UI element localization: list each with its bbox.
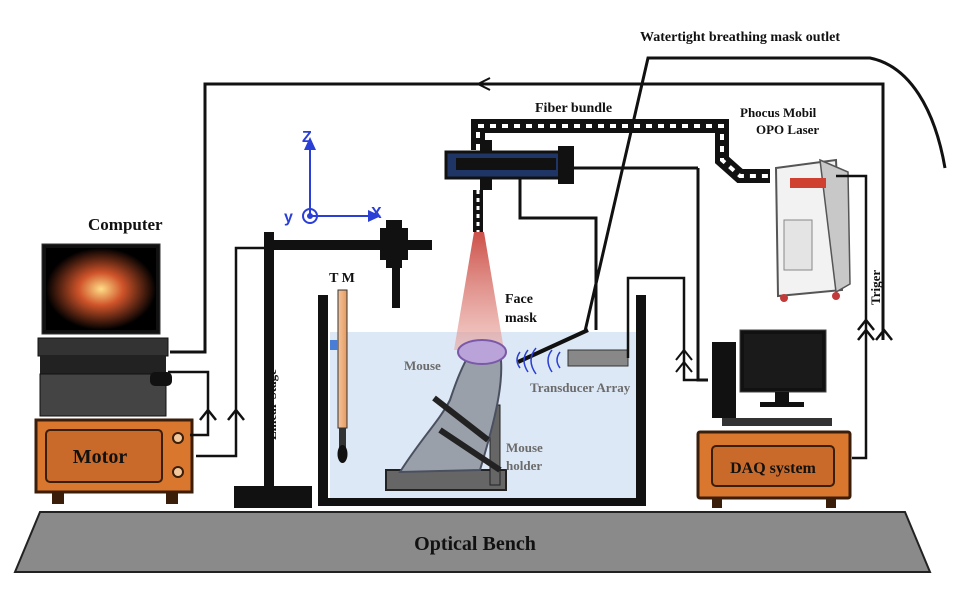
laser-cabinet: Phocus Mobil OPO Laser — [740, 105, 851, 302]
daq-label: DAQ system — [730, 460, 816, 477]
axis-z-label: Z — [302, 129, 312, 146]
holder-label-line2: holder — [506, 458, 542, 473]
motor: Motor — [34, 418, 194, 504]
transducer-label: Transducer Array — [530, 380, 631, 395]
axis-indicator: Z y X — [284, 129, 382, 226]
thermometer: T M — [329, 271, 355, 463]
holder-label-line1: Mouse — [506, 440, 543, 455]
breathing-tube: Watertight breathing mask outlet — [581, 30, 947, 341]
axis-y-label: y — [284, 209, 293, 226]
optical-bench-label: Optical Bench — [414, 533, 536, 555]
daq-system: DAQ system — [696, 430, 852, 508]
linear-stage: Linear Stage — [234, 220, 432, 508]
motor-label: Motor — [73, 446, 128, 468]
transducer-cable — [626, 276, 700, 382]
cable-arrows — [675, 348, 693, 373]
fiber-head — [444, 140, 708, 382]
laser-label-line2: OPO Laser — [756, 122, 819, 137]
fiber-bundle-label: Fiber bundle — [535, 101, 612, 116]
computer: Computer — [37, 215, 172, 417]
optical-bench: Optical Bench — [13, 511, 932, 573]
laser-label-line1: Phocus Mobil — [740, 105, 817, 120]
tm-label: T M — [329, 271, 355, 286]
trigger-label: Triger — [868, 270, 883, 305]
mouse-assembly: Face mask Mouse Mouse holder — [385, 292, 543, 491]
linear-stage-label: Linear Stage — [264, 369, 279, 440]
face-mask-label-line2: mask — [505, 311, 537, 326]
trigger-cable: Triger — [836, 174, 893, 460]
daq-workstation — [712, 329, 832, 426]
computer-label: Computer — [88, 215, 163, 234]
axis-x-label: X — [371, 205, 382, 222]
fiber-bundle: Fiber bundle — [471, 101, 770, 183]
motor-cables — [168, 246, 264, 458]
laser-beam — [454, 232, 504, 350]
top-cable — [170, 77, 885, 354]
face-mask-label-line1: Face — [505, 292, 533, 307]
mouse-label: Mouse — [404, 358, 441, 373]
watertight-label: Watertight breathing mask outlet — [640, 30, 840, 45]
